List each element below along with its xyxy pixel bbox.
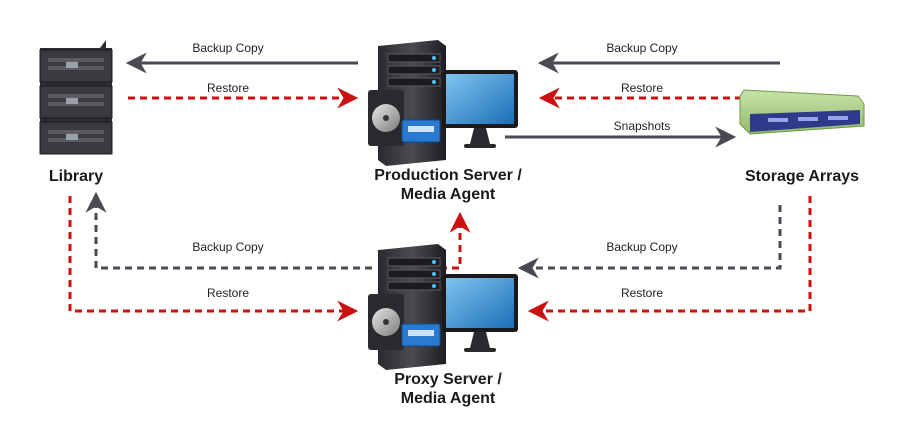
restore-label-top-right: Restore [621, 81, 663, 95]
backup-copy-label-top-right: Backup Copy [606, 41, 677, 55]
proxy-server-label-line1: Proxy Server / [394, 371, 502, 388]
storage-arrays-label: Storage Arrays [745, 168, 859, 185]
storage-array-icon [739, 89, 865, 135]
restore-arrow-storage-to-proxy [527, 196, 812, 322]
restore-label-bottom-right: Restore [621, 286, 663, 300]
restore-label-bottom-left: Restore [207, 286, 249, 300]
tape-library-icon [39, 40, 113, 155]
backup-copy-arrow-proxy-to-library [85, 191, 372, 270]
restore-arrow-proxy-to-production [392, 211, 471, 270]
production-server-label-line2: Media Agent [401, 186, 496, 203]
library-label: Library [49, 168, 103, 185]
backup-copy-label-bottom-right: Backup Copy [606, 240, 677, 254]
snapshots-label: Snapshots [614, 119, 671, 133]
backup-copy-label-top-left: Backup Copy [192, 41, 263, 55]
restore-arrow-library-to-proxy [68, 196, 359, 322]
proxy-server-label-line2: Media Agent [401, 390, 496, 407]
production-server-label-line1: Production Server / [374, 167, 522, 184]
proxy-server-icon [368, 244, 518, 370]
production-server-icon [368, 40, 518, 166]
backup-copy-label-bottom-left: Backup Copy [192, 240, 263, 254]
restore-label-top-left: Restore [207, 81, 249, 95]
backup-copy-arrow-storage-to-proxy [517, 205, 782, 279]
